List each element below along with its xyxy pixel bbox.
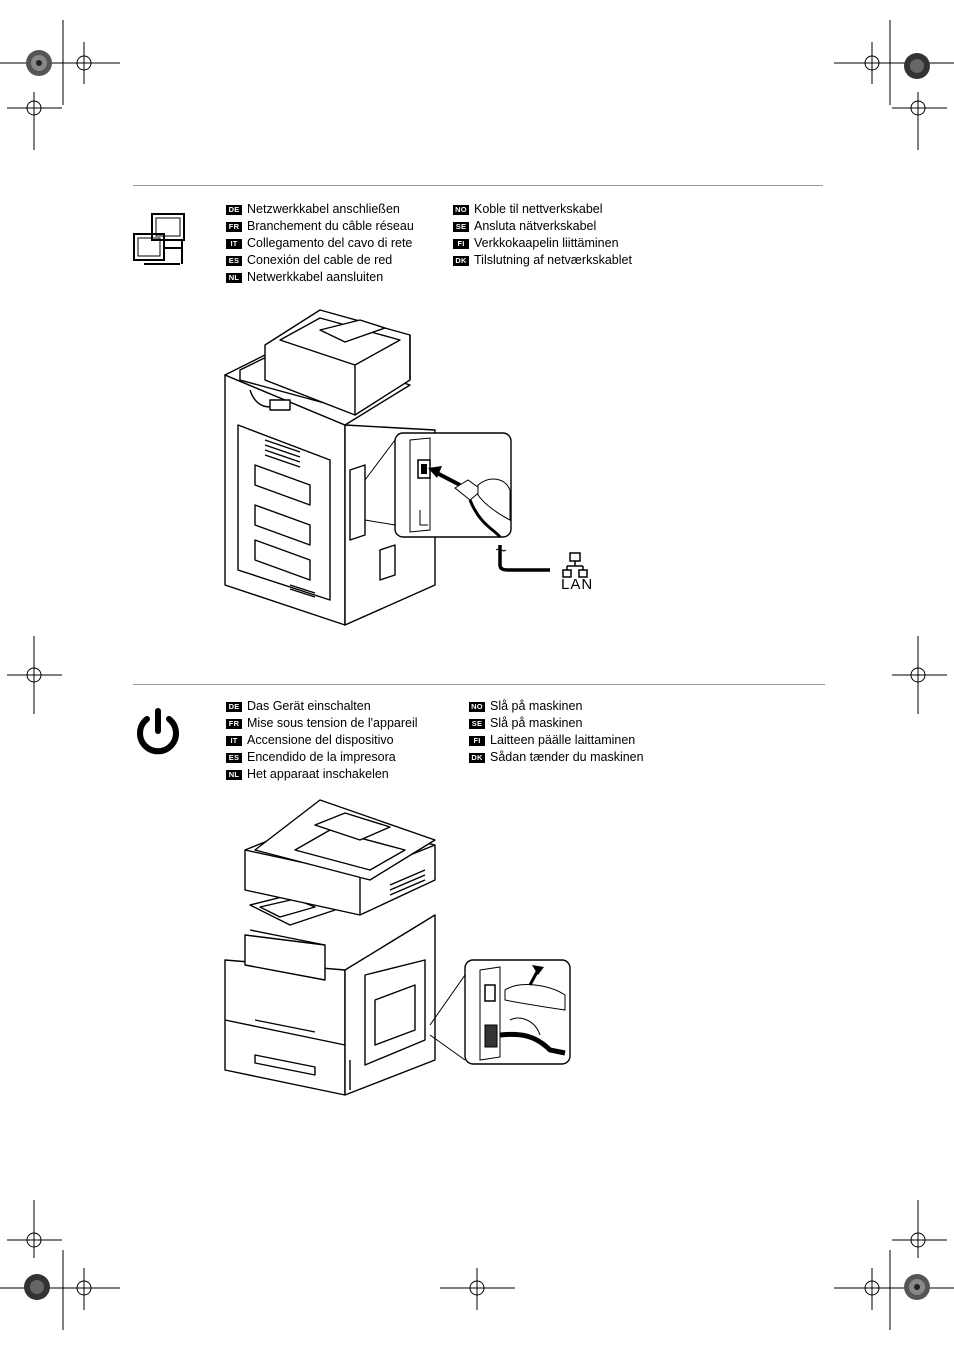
- lang-row-dk: DK Tilslutning af netværkskablet: [453, 252, 632, 269]
- power-lang-list-left: DE Das Gerät einschalten FR Mise sous tens…: [226, 698, 418, 783]
- lang-text: Slå på maskinen: [490, 699, 583, 713]
- lang-text: Netzwerkkabel anschließen: [247, 202, 400, 216]
- network-computers-icon: [133, 213, 185, 265]
- lang-badge: NL: [226, 769, 242, 780]
- lang-row-dk: DK Sådan tænder du maskinen: [469, 749, 644, 766]
- power-lang-list-right: NO Slå på maskinen SE Slå på maskinen FI La…: [469, 698, 644, 766]
- printer-front-illustration: [224, 799, 571, 1096]
- lang-badge: DK: [469, 752, 485, 763]
- lang-row-se: SE Slå på maskinen: [469, 715, 644, 732]
- section-divider-power: [133, 684, 825, 685]
- lang-row-de: DE Das Gerät einschalten: [226, 698, 418, 715]
- lang-row-es: ES Encendido de la impresora: [226, 749, 418, 766]
- lang-badge: SE: [469, 718, 485, 729]
- lang-text: Het apparaat inschakelen: [247, 767, 389, 781]
- network-lang-list-left: DE Netzwerkkabel anschließen FR Branchemen…: [226, 201, 414, 286]
- lang-text: Koble til nettverkskabel: [474, 202, 603, 216]
- power-icon: [137, 708, 179, 755]
- lang-badge: SE: [453, 221, 469, 232]
- lang-text: Slå på maskinen: [490, 716, 583, 730]
- lan-label: LAN: [561, 576, 594, 593]
- lang-text: Netwerkkabel aansluiten: [247, 270, 384, 284]
- lang-row-no: NO Koble til nettverkskabel: [453, 201, 632, 218]
- lang-row-it: IT Collegamento del cavo di rete: [226, 235, 414, 252]
- lang-row-nl: NL Het apparaat inschakelen: [226, 766, 418, 783]
- lang-text: Das Gerät einschalten: [247, 699, 371, 713]
- lang-text: Laitteen päälle laittaminen: [490, 733, 636, 747]
- lang-badge: IT: [226, 735, 242, 746]
- lang-text: Mise sous tension de l'appareil: [247, 716, 418, 730]
- lang-badge: DK: [453, 255, 469, 266]
- lang-row-fi: FI Laitteen päälle laittaminen: [469, 732, 644, 749]
- lang-badge: IT: [226, 238, 242, 249]
- lang-text: Conexión del cable de red: [247, 253, 393, 267]
- lang-badge: FI: [469, 735, 485, 746]
- printer-rear-illustration: [224, 309, 550, 626]
- lang-row-it: IT Accensione del dispositivo: [226, 732, 418, 749]
- lang-text: Tilslutning af netværkskablet: [474, 253, 632, 267]
- network-lang-list-right: NO Koble til nettverkskabel SE Ansluta nät…: [453, 201, 632, 269]
- section-divider-network: [133, 185, 823, 186]
- lang-badge: NO: [469, 701, 485, 712]
- lang-badge: NL: [226, 272, 242, 283]
- lang-badge: FI: [453, 238, 469, 249]
- lang-badge: DE: [226, 204, 242, 215]
- lang-row-nl: NL Netwerkkabel aansluiten: [226, 269, 414, 286]
- lang-text: Ansluta nätverkskabel: [474, 219, 597, 233]
- lang-row-fi: FI Verkkokaapelin liittäminen: [453, 235, 632, 252]
- lang-text: Verkkokaapelin liittäminen: [474, 236, 619, 250]
- lang-text: Collegamento del cavo di rete: [247, 236, 413, 250]
- lang-row-fr: FR Branchement du câble réseau: [226, 218, 414, 235]
- lang-badge: DE: [226, 701, 242, 712]
- lang-text: Sådan tænder du maskinen: [490, 750, 644, 764]
- lang-badge: FR: [226, 718, 242, 729]
- lang-row-fr: FR Mise sous tension de l'appareil: [226, 715, 418, 732]
- lang-text: Encendido de la impresora: [247, 750, 396, 764]
- lang-text: Branchement du câble réseau: [247, 219, 414, 233]
- lang-badge: ES: [226, 255, 242, 266]
- lang-badge: FR: [226, 221, 242, 232]
- lang-text: Accensione del dispositivo: [247, 733, 394, 747]
- lang-row-se: SE Ansluta nätverkskabel: [453, 218, 632, 235]
- lang-row-de: DE Netzwerkkabel anschließen: [226, 201, 414, 218]
- lang-row-no: NO Slå på maskinen: [469, 698, 644, 715]
- lang-badge: NO: [453, 204, 469, 215]
- lang-badge: ES: [226, 752, 242, 763]
- lang-row-es: ES Conexión del cable de red: [226, 252, 414, 269]
- lan-icon: [562, 552, 588, 578]
